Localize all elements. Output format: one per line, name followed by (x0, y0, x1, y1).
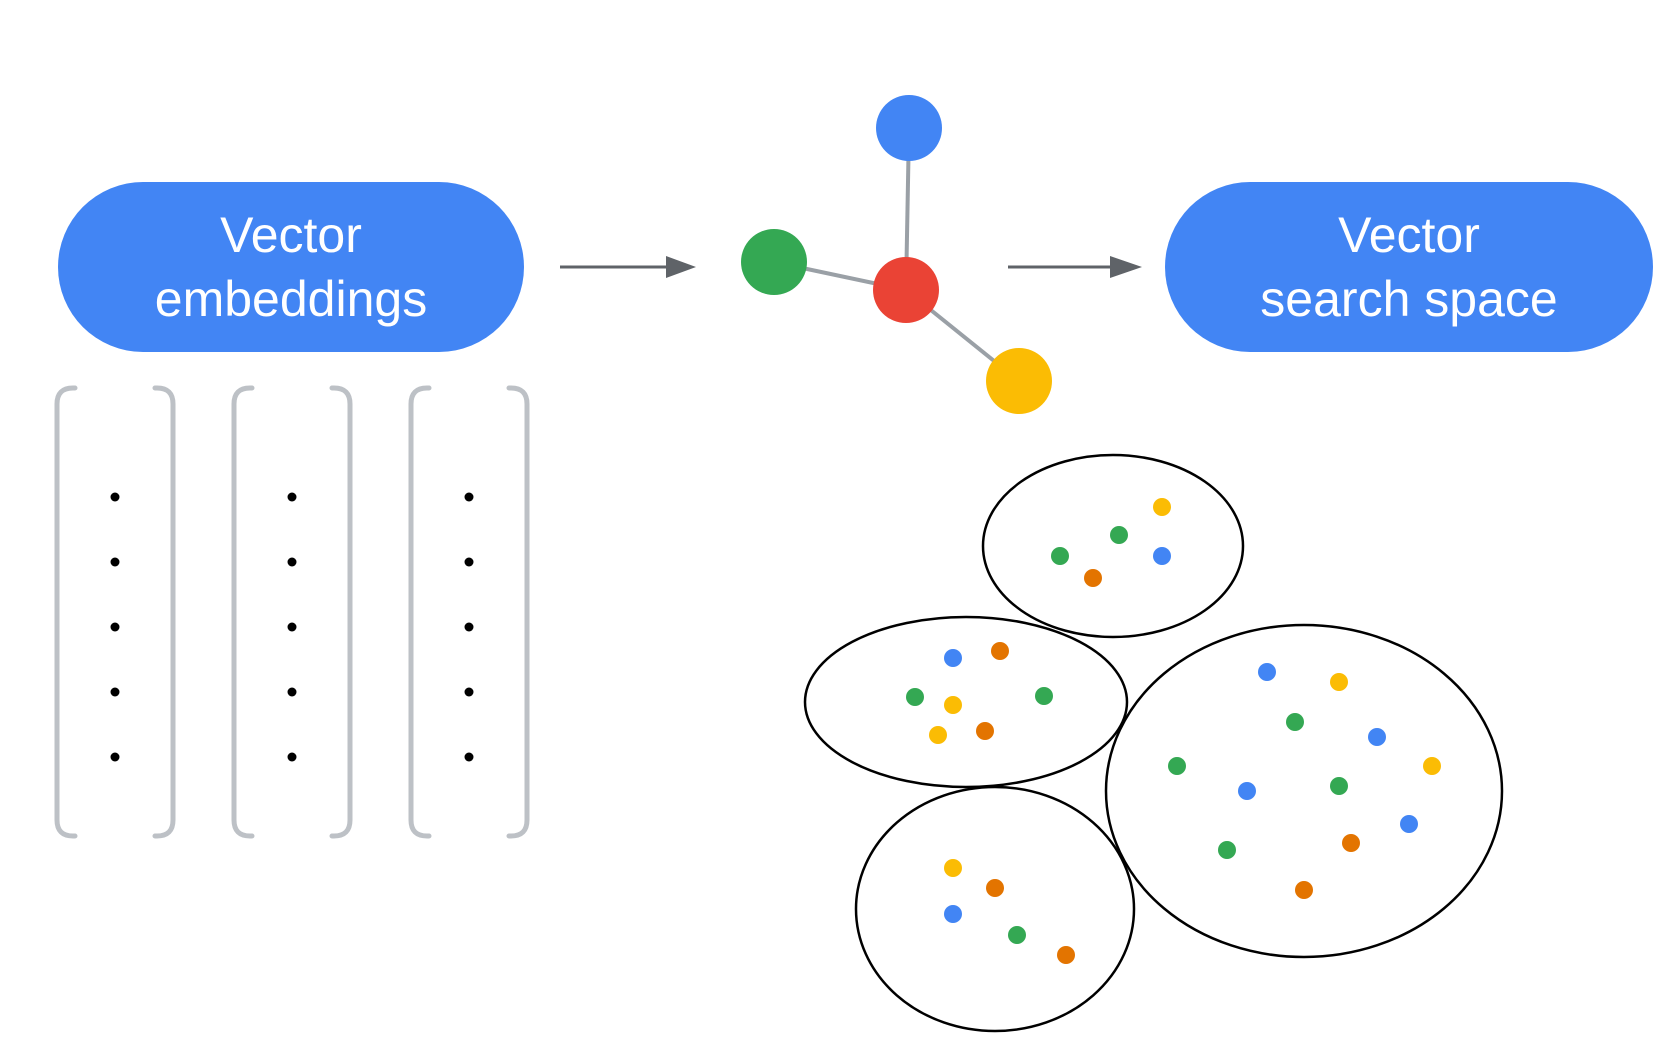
graph-node-blue (876, 95, 942, 161)
cluster-point-yellow (1153, 498, 1171, 516)
cluster-point-orange (986, 879, 1004, 897)
cluster-point-yellow (1330, 673, 1348, 691)
graph-node-green (741, 229, 807, 295)
cluster-point-blue (1258, 663, 1276, 681)
vector-search-space-box: Vector search space (1165, 182, 1653, 352)
cluster-point-green (1286, 713, 1304, 731)
embedding-dot (110, 557, 120, 567)
vector-search-space-line1: Vector (1338, 207, 1480, 263)
embedding-vector-1 (54, 385, 176, 839)
cluster-point-orange (1084, 569, 1102, 587)
embedding-dot (110, 492, 120, 502)
embedding-vector-2 (231, 385, 353, 839)
embedding-dot (464, 622, 474, 632)
vector-embeddings-line2: embeddings (154, 271, 428, 327)
arrow-graph-to-search-space (1008, 256, 1142, 278)
cluster-point-orange (1057, 946, 1075, 964)
cluster-point-orange (1342, 834, 1360, 852)
vector-embeddings-box: Vector embeddings (58, 182, 524, 352)
cluster-point-orange (1295, 881, 1313, 899)
cluster-point-blue (1238, 782, 1256, 800)
cluster-point-yellow (929, 726, 947, 744)
cluster-point-green (1330, 777, 1348, 795)
cluster-boundary (1104, 623, 1504, 959)
cluster-point-green (1008, 926, 1026, 944)
cluster-boundary (981, 453, 1245, 639)
embedding-dot (110, 752, 120, 762)
cluster-point-blue (944, 649, 962, 667)
vector-embeddings-line1: Vector (220, 207, 362, 263)
embedding-dot (464, 687, 474, 697)
embedding-vector-3 (408, 385, 530, 839)
embedding-dot (287, 492, 297, 502)
cluster-point-green (1035, 687, 1053, 705)
right-bracket (329, 385, 353, 839)
cluster-space (803, 453, 1504, 1033)
embedding-dot (287, 622, 297, 632)
cluster-point-blue (1400, 815, 1418, 833)
cluster-right (1104, 623, 1504, 959)
cluster-point-green (906, 688, 924, 706)
cluster-left (803, 615, 1129, 789)
right-bracket (152, 385, 176, 839)
cluster-point-blue (1368, 728, 1386, 746)
cluster-point-green (1168, 757, 1186, 775)
graph-node-center (873, 257, 939, 323)
graph-illustration (741, 95, 1052, 414)
embedding-dot (287, 557, 297, 567)
embedding-vectors (54, 385, 530, 839)
embedding-dot (110, 622, 120, 632)
embedding-dot (464, 557, 474, 567)
left-bracket (408, 385, 432, 839)
cluster-point-blue (1153, 547, 1171, 565)
cluster-point-orange (976, 722, 994, 740)
left-bracket (54, 385, 78, 839)
cluster-boundary (803, 615, 1129, 789)
embedding-dot (287, 687, 297, 697)
embedding-dot (464, 492, 474, 502)
cluster-bottom (854, 785, 1136, 1033)
cluster-point-green (1110, 526, 1128, 544)
cluster-point-yellow (944, 859, 962, 877)
left-bracket (231, 385, 255, 839)
embedding-dot (464, 752, 474, 762)
vector-search-space-line2: search space (1260, 271, 1558, 327)
cluster-boundary (854, 785, 1136, 1033)
arrow-embeddings-to-graph (560, 256, 696, 278)
graph-node-yellow (986, 348, 1052, 414)
cluster-point-yellow (1423, 757, 1441, 775)
cluster-top (981, 453, 1245, 639)
embedding-dot (287, 752, 297, 762)
embedding-dot (110, 687, 120, 697)
cluster-point-green (1051, 547, 1069, 565)
cluster-point-yellow (944, 696, 962, 714)
cluster-point-orange (991, 642, 1009, 660)
right-bracket (506, 385, 530, 839)
cluster-point-green (1218, 841, 1236, 859)
cluster-point-blue (944, 905, 962, 923)
